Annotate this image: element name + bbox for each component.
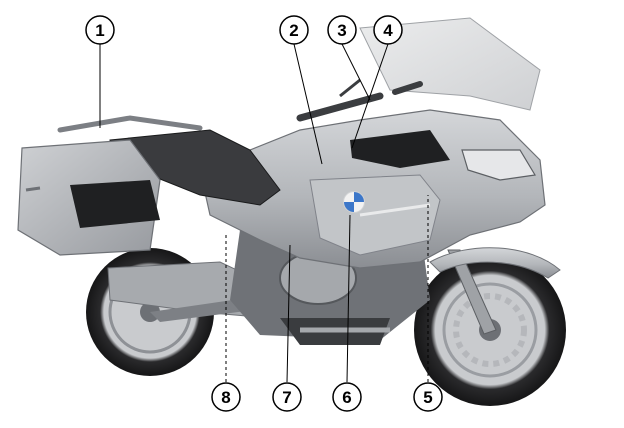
logo-badge [343, 191, 365, 213]
leader-line-6 [346, 214, 351, 383]
callout-5: 5 [413, 382, 443, 412]
leader-line-4 [351, 43, 389, 149]
callout-label: 6 [342, 388, 351, 407]
callout-label: 4 [383, 21, 393, 40]
callout-label: 2 [289, 21, 298, 40]
callout-label: 1 [95, 21, 104, 40]
leader-line-3 [341, 43, 371, 101]
callout-label: 5 [423, 388, 432, 407]
handlebar [296, 78, 423, 122]
leader-line-2 [293, 43, 323, 165]
pannier-case [17, 139, 161, 256]
leader-lines [99, 43, 429, 383]
callout-4: 4 [373, 15, 403, 45]
front-mudguard [429, 247, 561, 279]
callout-8: 8 [211, 382, 241, 412]
side-panel [309, 174, 441, 256]
callout-label: 8 [221, 388, 230, 407]
headlight [461, 149, 536, 181]
side-panel-highlight [359, 203, 431, 217]
callout-2: 2 [279, 15, 309, 45]
cockpit-shadow [350, 130, 450, 168]
callout-7: 7 [272, 382, 302, 412]
callout-label: 7 [282, 388, 291, 407]
callout-6: 6 [332, 382, 362, 412]
callout-1: 1 [85, 15, 115, 45]
front-fork [447, 249, 497, 335]
callout-label: 3 [337, 21, 346, 40]
callout-3: 3 [327, 15, 357, 45]
leader-line-7 [286, 244, 291, 383]
rear-rack [57, 115, 203, 133]
